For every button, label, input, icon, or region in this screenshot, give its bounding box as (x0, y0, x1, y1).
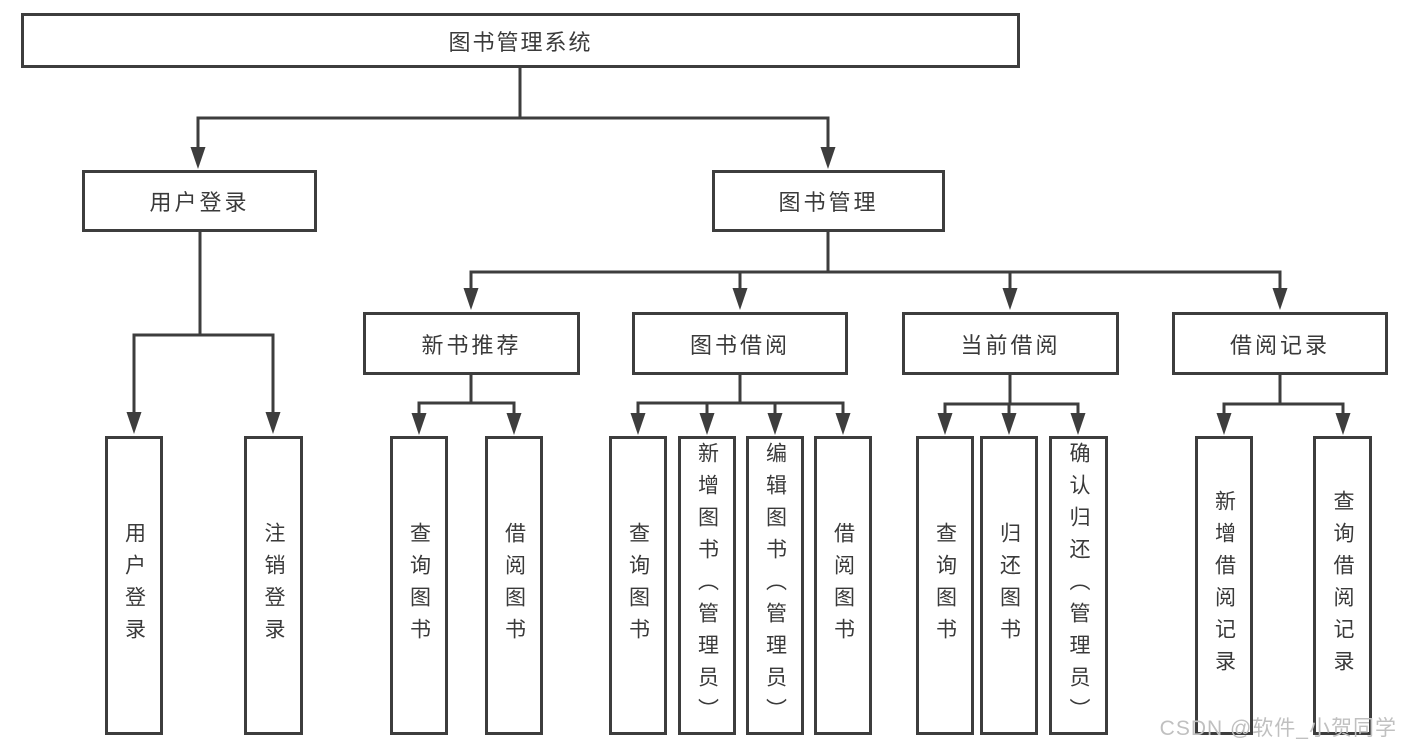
leaf-borrowing-add-books-admin: 新增图书（管理员） (678, 436, 736, 735)
node-book-management: 图书管理 (712, 170, 945, 232)
leaf-borrowing-query-books: 查询图书 (609, 436, 667, 735)
node-label: 图书借阅 (689, 332, 790, 358)
node-label: 借阅图书 (502, 521, 526, 650)
leaf-borrowing-borrow-books: 借阅图书 (814, 436, 872, 735)
node-label: 借阅图书 (831, 521, 855, 650)
leaf-records-query-record: 查询借阅记录 (1313, 436, 1372, 735)
node-label: 用户登录 (149, 190, 250, 215)
node-label: 新增借阅记录 (1212, 489, 1236, 682)
node-label: 注销登录 (262, 521, 285, 650)
node-label: 借阅记录 (1229, 332, 1330, 358)
node-label: 查询图书 (626, 521, 650, 650)
leaf-recommend-query-books: 查询图书 (390, 436, 448, 735)
node-label: 新书推荐 (421, 332, 522, 358)
node-user-login: 用户登录 (82, 170, 317, 232)
leaf-recommend-borrow-books: 借阅图书 (485, 436, 543, 735)
csdn-watermark: CSDN @软件_小贺同学 (1159, 717, 1397, 740)
node-label: 图书管理系统 (448, 29, 593, 55)
node-label: 当前借阅 (960, 332, 1061, 358)
node-label: 归还图书 (997, 521, 1021, 650)
leaf-borrowing-edit-books-admin: 编辑图书（管理员） (746, 436, 804, 735)
node-label: 编辑图书（管理员） (763, 441, 787, 730)
node-label: 查询借阅记录 (1331, 489, 1354, 682)
leaf-logout: 注销登录 (244, 436, 303, 735)
leaf-user-login: 用户登录 (105, 436, 163, 735)
node-current-borrowing: 当前借阅 (902, 312, 1119, 375)
leaf-current-return-books: 归还图书 (980, 436, 1038, 735)
node-label: 新增图书（管理员） (695, 441, 719, 730)
leaf-records-add-record: 新增借阅记录 (1195, 436, 1253, 735)
node-book-borrowing: 图书借阅 (632, 312, 848, 375)
leaf-current-confirm-return-admin: 确认归还（管理员） (1049, 436, 1108, 735)
node-label: 查询图书 (407, 521, 431, 650)
node-label: 查询图书 (933, 521, 957, 650)
leaf-current-query-books: 查询图书 (916, 436, 974, 735)
node-label: 用户登录 (122, 521, 146, 650)
node-label: 图书管理 (778, 190, 879, 215)
node-new-book-recommendation: 新书推荐 (363, 312, 580, 375)
node-borrowing-records: 借阅记录 (1172, 312, 1388, 375)
node-label: 确认归还（管理员） (1067, 441, 1090, 730)
node-library-management-system: 图书管理系统 (21, 13, 1020, 68)
